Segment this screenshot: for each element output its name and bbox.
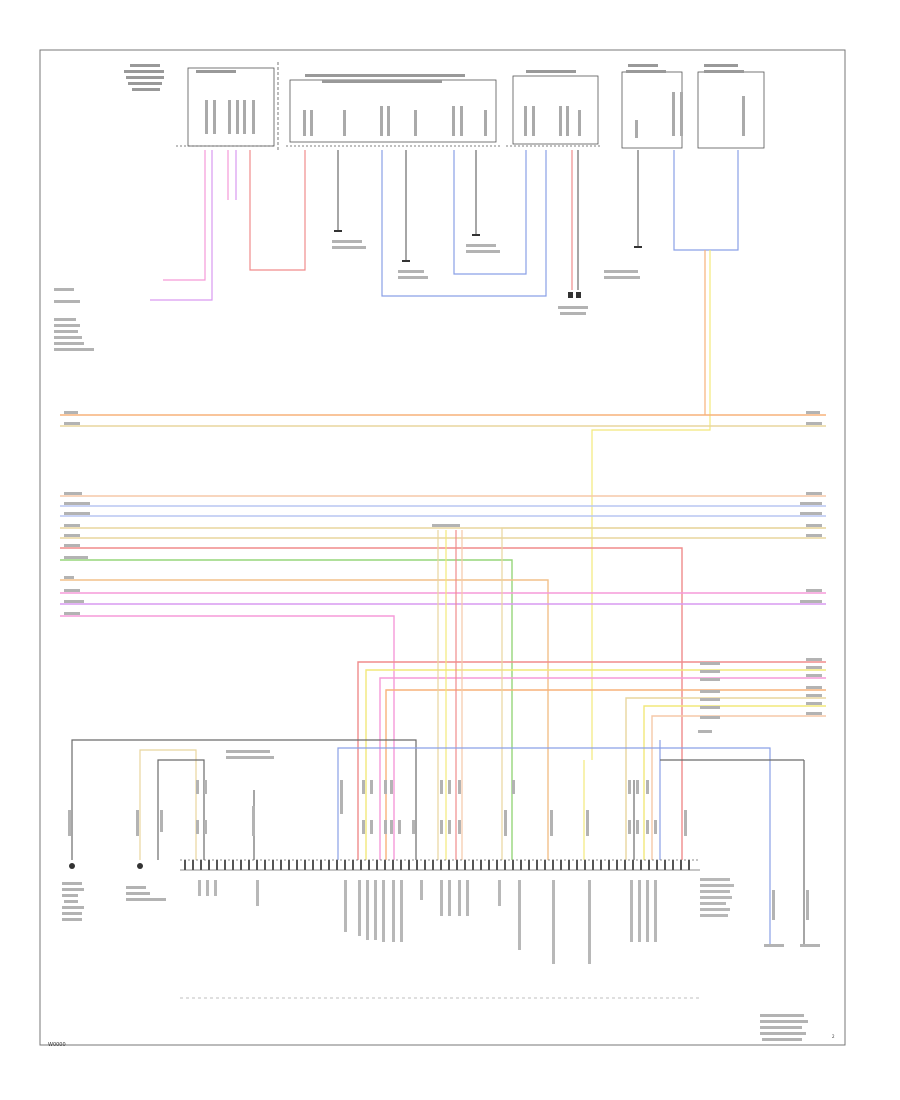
center-bundle — [437, 527, 826, 860]
lower-wires — [71, 739, 805, 945]
page-number: 2 — [832, 1034, 835, 1039]
ground-points — [69, 863, 143, 869]
device-labels — [62, 750, 820, 1041]
figure-code: W0000 — [48, 1042, 66, 1048]
top-pin-labels — [205, 92, 745, 138]
bus-labels-right — [432, 411, 822, 733]
left-module-box — [187, 67, 275, 147]
cluster-box — [512, 75, 599, 145]
top-components — [176, 62, 765, 150]
ground-symbols — [334, 230, 642, 298]
top-wires — [150, 150, 739, 760]
center-module-box — [289, 79, 497, 143]
right-module-box-2 — [697, 71, 765, 149]
top-small-labels — [54, 240, 640, 351]
connector-pins — [184, 860, 690, 870]
top-gray-wires — [337, 150, 639, 262]
top-left-labels — [124, 64, 744, 91]
diagram-border — [39, 49, 846, 1046]
bus-labels-left — [64, 411, 90, 615]
pin-function-labels — [198, 878, 734, 964]
lower-wire-labels — [68, 780, 809, 920]
